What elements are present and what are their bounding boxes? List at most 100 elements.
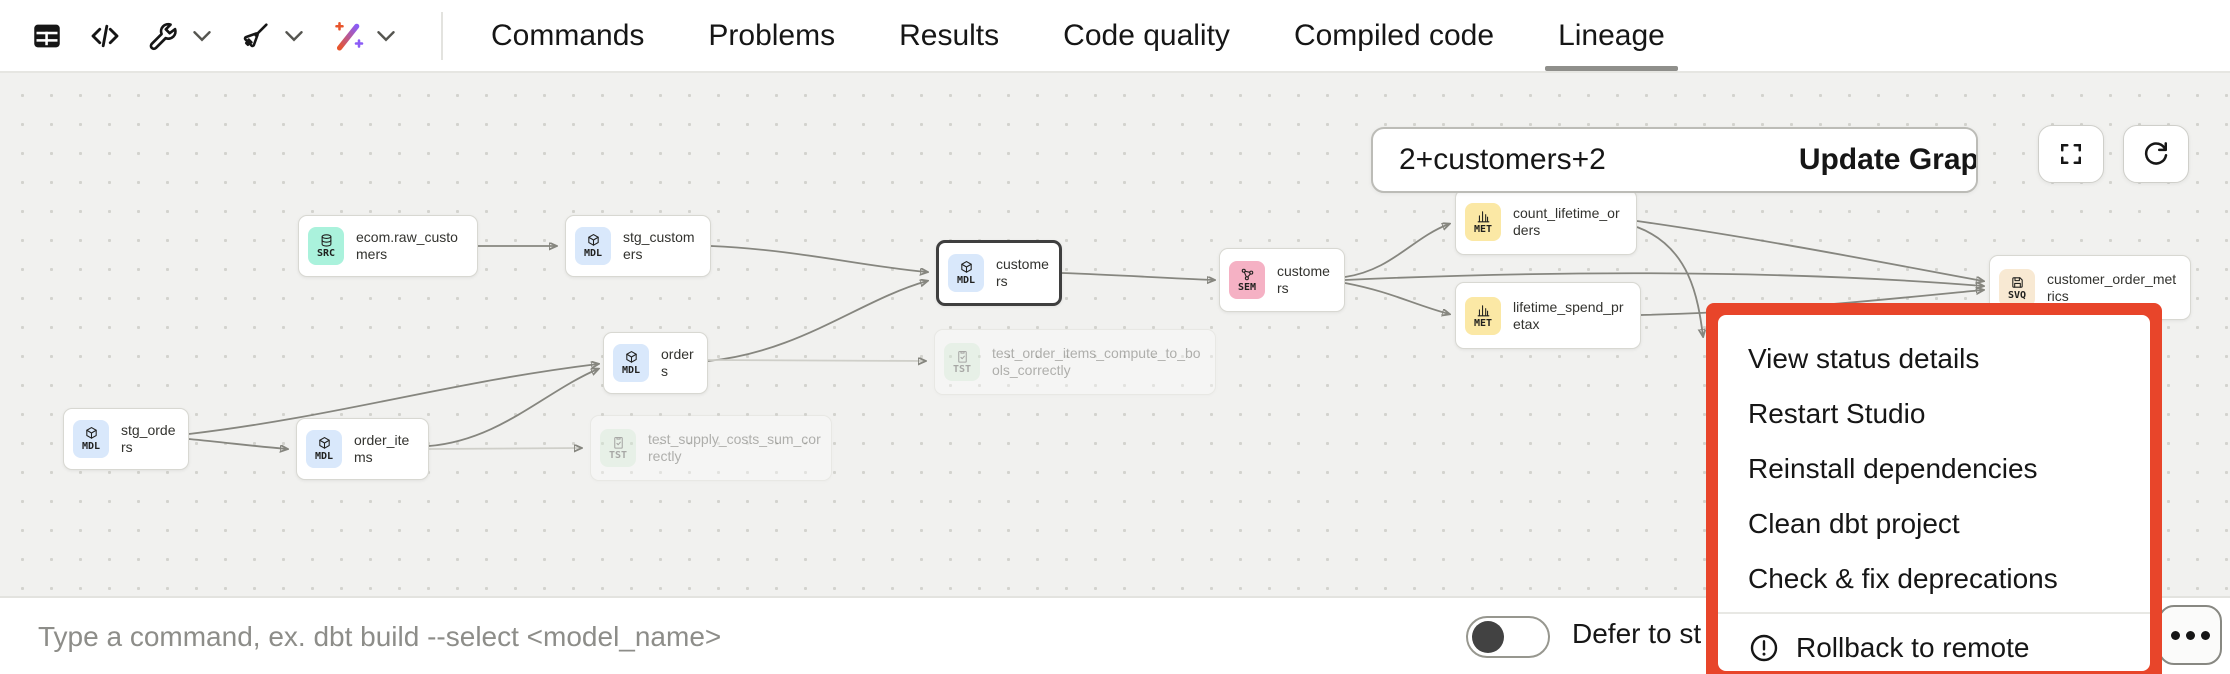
node-type-badge: MET	[1465, 296, 1501, 335]
edge-count_orders-to-hidden-below-menu	[1636, 226, 1703, 336]
lineage-node-stg_customers[interactable]: MDL stg_customers	[565, 215, 711, 277]
tab-results[interactable]: Results	[899, 18, 1000, 52]
node-label: stg_orders	[121, 422, 176, 455]
update-graph-button[interactable]: Update Graph	[1785, 129, 1976, 191]
menu-item-rollback-to-remote[interactable]: Rollback to remote	[1718, 620, 2150, 671]
node-label: stg_customers	[623, 229, 695, 262]
menu-item-restart-studio[interactable]: Restart Studio	[1748, 397, 1926, 429]
menu-item-reinstall-dependencies[interactable]: Reinstall dependencies	[1748, 452, 2038, 484]
lineage-filter-group: Update Graph	[1371, 127, 1978, 193]
magic-wand-dropdown-chevron-icon[interactable]	[372, 11, 400, 61]
node-type-badge: TST	[944, 343, 980, 381]
tab-code-quality[interactable]: Code quality	[1063, 18, 1230, 52]
node-type-badge: SEM	[1229, 261, 1265, 299]
lineage-node-customers_mdl[interactable]: MDL customers	[936, 240, 1062, 306]
magic-wand-icon[interactable]	[322, 11, 372, 61]
defer-toggle[interactable]	[1466, 616, 1550, 658]
node-label: customer_order_metrics	[2047, 270, 2177, 304]
node-type-abbr: MDL	[314, 451, 334, 462]
menu-divider	[1718, 612, 2150, 614]
node-type-badge: SRC	[308, 227, 344, 265]
node-type-abbr: SEM	[1237, 282, 1257, 293]
table-icon[interactable]	[22, 11, 72, 61]
edge-orders-to-customers_mdl	[707, 281, 927, 362]
lineage-node-customers_sem[interactable]: SEM customers	[1219, 248, 1345, 312]
tab-commands[interactable]: Commands	[491, 18, 645, 52]
tab-lineage[interactable]: Lineage	[1537, 0, 1686, 71]
ellipsis-dot	[2170, 630, 2180, 640]
node-type-badge: MDL	[613, 344, 649, 382]
semantic-model-icon	[1241, 268, 1253, 281]
edge-customers_sem-to-cust_order_met	[1344, 272, 1983, 286]
broom-icon[interactable]	[230, 11, 280, 61]
node-label: orders	[661, 346, 694, 379]
broom-dropdown-chevron-icon[interactable]	[280, 11, 308, 61]
tab-problems[interactable]: Problems	[708, 18, 836, 52]
node-type-abbr: MDL	[621, 365, 641, 376]
edge-count_orders-to-cust_order_met	[1636, 220, 1983, 281]
menu-item-label: Rollback to remote	[1796, 631, 2030, 663]
fullscreen-button[interactable]	[2038, 125, 2104, 183]
edge-customers_mdl-to-customers_sem	[1061, 272, 1214, 280]
node-label: customers	[996, 256, 1049, 289]
wrench-icon[interactable]	[138, 11, 188, 61]
more-options-button[interactable]	[2158, 605, 2222, 665]
lineage-node-orders[interactable]: MDL orders	[603, 332, 708, 394]
code-icon[interactable]	[80, 11, 130, 61]
node-type-abbr: MET	[1473, 224, 1493, 235]
refresh-graph-button[interactable]	[2123, 125, 2189, 183]
node-label: count_lifetime_orders	[1513, 205, 1620, 238]
model-cube-icon	[587, 234, 599, 246]
toggle-knob	[1472, 621, 1504, 653]
lineage-selector-input[interactable]	[1373, 129, 1785, 191]
edge-stg_orders-to-order_items	[188, 438, 287, 449]
toolbar-tabs-divider	[441, 12, 443, 60]
toolbar	[22, 0, 406, 71]
defer-label: Defer to st	[1572, 618, 1702, 649]
lineage-node-raw_customers[interactable]: SRC ecom.raw_customers	[298, 215, 478, 277]
edge-order_items-to-tst_supply	[428, 448, 581, 449]
edge-orders-to-tst_order_items	[707, 360, 925, 361]
node-label: ecom.raw_customers	[356, 229, 458, 262]
command-input[interactable]	[38, 612, 1418, 662]
node-label: lifetime_spend_pretax	[1513, 298, 1624, 332]
menu-item-check-fix-deprecations[interactable]: Check & fix deprecations	[1748, 562, 2058, 594]
edge-customers_sem-to-lifetime_spend	[1344, 282, 1449, 314]
menu-item-view-status-details[interactable]: View status details	[1748, 342, 1980, 374]
node-type-badge: MDL	[948, 254, 984, 292]
edge-customers_sem-to-count_orders	[1344, 224, 1449, 278]
node-type-abbr: MDL	[583, 248, 603, 259]
tab-bar: Commands Problems Results Code quality C…	[470, 0, 1686, 71]
node-type-abbr: TST	[952, 364, 972, 375]
node-type-abbr: MET	[1473, 317, 1493, 329]
node-type-abbr: MDL	[956, 275, 976, 286]
ellipsis-dot	[2185, 630, 2195, 640]
menu-item-clean-dbt-project[interactable]: Clean dbt project	[1748, 507, 1960, 539]
node-type-abbr: SRC	[316, 248, 336, 259]
lineage-node-lifetime_spend[interactable]: MET lifetime_spend_pretax	[1455, 282, 1641, 349]
lineage-node-count_orders[interactable]: MET count_lifetime_orders	[1455, 189, 1637, 255]
tab-compiled-code[interactable]: Compiled code	[1293, 18, 1495, 52]
node-type-abbr: TST	[608, 450, 628, 461]
edge-order_items-to-orders	[428, 369, 598, 447]
metric-bar-chart-icon	[1477, 211, 1489, 223]
node-type-badge: SVQ	[1999, 268, 2035, 307]
source-database-icon	[321, 234, 331, 247]
ellipsis-dot	[2200, 630, 2210, 640]
edge-stg_orders-to-orders	[188, 364, 598, 435]
node-label: test_order_items_compute_to_bools_correc…	[992, 345, 1201, 378]
model-cube-icon	[85, 427, 97, 439]
lineage-node-tst_order_items[interactable]: TST test_order_items_compute_to_bools_cor…	[934, 329, 1216, 395]
metric-bar-chart-icon	[1477, 304, 1489, 316]
node-type-badge: MET	[1465, 203, 1501, 241]
top-bar: Commands Problems Results Code quality C…	[0, 0, 2230, 73]
wrench-dropdown-chevron-icon[interactable]	[188, 11, 216, 61]
lineage-edges	[188, 220, 2230, 596]
node-label: customers	[1277, 263, 1330, 296]
warning-icon	[1748, 632, 1780, 664]
model-cube-icon	[960, 261, 972, 273]
model-cube-icon	[318, 437, 330, 449]
